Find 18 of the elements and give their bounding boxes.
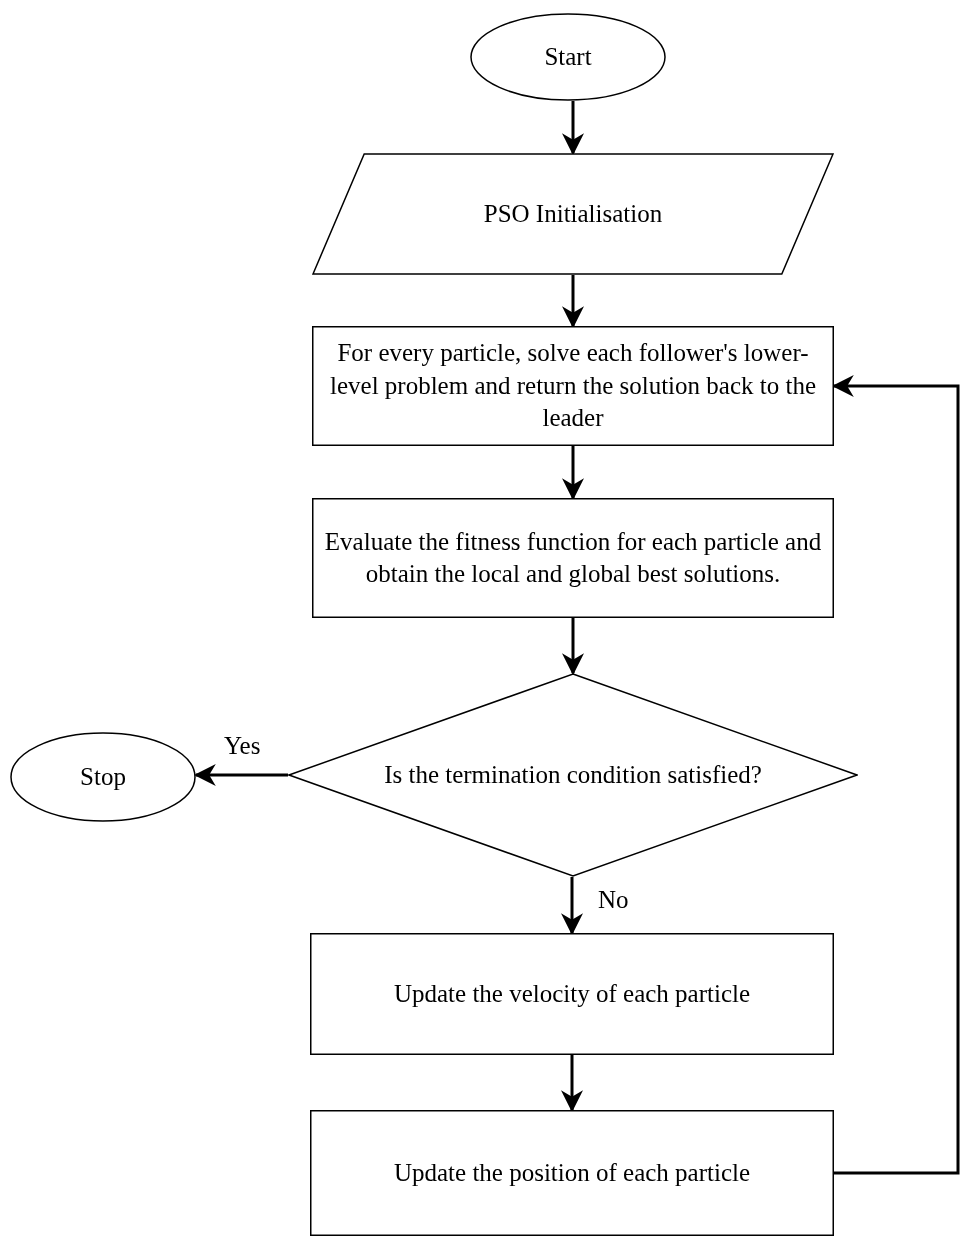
terminal-ellipse [470,13,666,101]
node-text: For every particle, solve each follower's lower-level problem and return the solution back to the leader [329,338,817,434]
arrow [562,618,584,676]
node-text: Is the termination condition satisfied? [384,759,762,790]
decision-diamond [288,673,858,877]
process-box [312,498,834,618]
node-text: Update the velocity of each particle [393,978,751,1009]
node-text: Update the position of each particle [393,1157,751,1188]
arrow [562,101,584,156]
process-box [312,326,834,446]
node-text: Start [544,41,592,72]
process-box [310,1110,834,1236]
node-text: Stop [80,761,126,792]
node-text: PSO Initialisation [483,198,663,229]
input-parallelogram [312,153,834,275]
node-text: Evaluate the fitness function for each particle and obtain the local and global best solutions. [324,526,822,589]
terminal-ellipse [10,732,196,822]
process-box [310,933,834,1055]
